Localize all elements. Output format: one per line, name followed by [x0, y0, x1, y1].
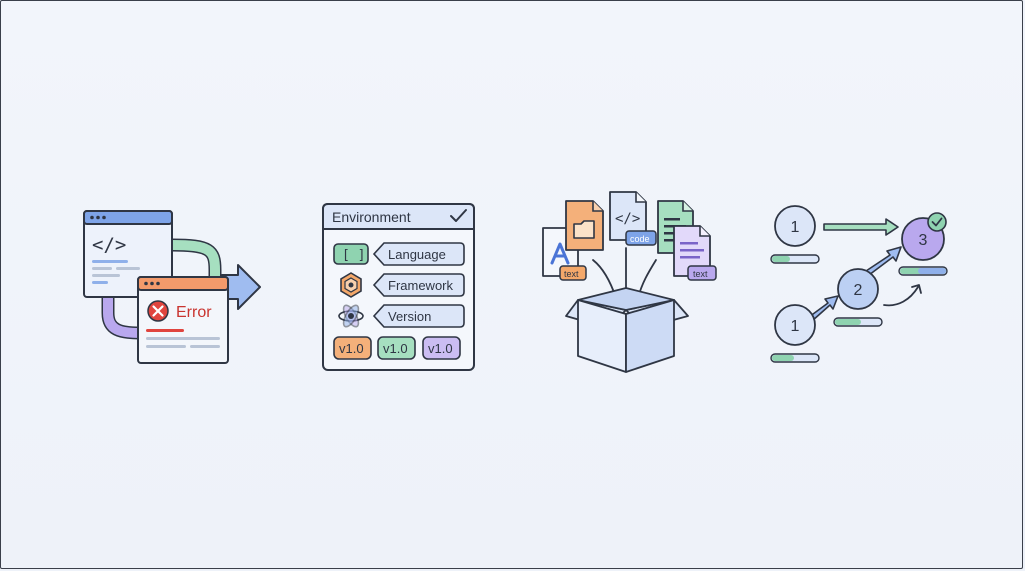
error-label: Error — [176, 304, 212, 321]
svg-text:text: text — [564, 269, 579, 279]
code-glyph: </> — [92, 234, 126, 256]
packaging-illustration: text </> code — [538, 188, 723, 378]
atom-icon — [338, 304, 364, 328]
arrow-up-right-icon — [808, 295, 839, 322]
steps-illustration: 1 1 2 3 — [766, 205, 956, 370]
svg-text:2: 2 — [854, 282, 863, 299]
svg-text:v1.0: v1.0 — [428, 341, 453, 356]
code-file-icon: </> code — [609, 191, 657, 246]
open-box-icon — [565, 287, 689, 373]
version-chip: v1.0 — [377, 336, 416, 360]
svg-text:3: 3 — [919, 232, 928, 249]
step-circle: 1 — [770, 205, 820, 264]
svg-text:[ ]: [ ] — [342, 248, 365, 263]
env-row-version: Version — [338, 304, 465, 328]
svg-text:text: text — [693, 269, 708, 279]
svg-text:v1.0: v1.0 — [339, 341, 364, 356]
error-x-icon — [147, 300, 169, 322]
checkmark-icon — [450, 209, 467, 222]
version-chip: v1.0 — [333, 336, 372, 360]
svg-text:v1.0: v1.0 — [383, 341, 408, 356]
folder-file-icon — [565, 200, 604, 251]
env-row-label: Framework — [388, 278, 454, 293]
error-flow-illustration: </> Error — [80, 205, 265, 370]
text-file-icon: text — [673, 225, 717, 281]
arrow-right-icon — [823, 218, 899, 236]
version-chip: v1.0 — [422, 336, 461, 360]
env-row-language: [ ] Language — [333, 242, 465, 266]
env-row-framework: Framework — [340, 272, 465, 298]
brackets-icon — [333, 243, 369, 265]
svg-text:1: 1 — [791, 219, 800, 236]
environment-card: Environment [ ] Language Framework — [322, 203, 476, 373]
env-row-label: Language — [388, 247, 446, 262]
svg-text:</>: </> — [615, 211, 640, 227]
step-circle: 2 — [833, 268, 883, 327]
code-window: </> — [83, 210, 173, 298]
arrow-up-right-icon — [865, 246, 902, 276]
check-badge-icon — [927, 212, 947, 232]
error-window: Error — [137, 276, 229, 364]
curved-arrow-icon — [883, 286, 919, 307]
hexagon-icon — [340, 272, 362, 298]
svg-text:1: 1 — [791, 318, 800, 335]
step-circle: 1 — [770, 304, 820, 363]
step-circle: 3 — [898, 212, 948, 276]
environment-title: Environment — [332, 209, 411, 225]
svg-text:code: code — [630, 234, 650, 244]
env-row-label: Version — [388, 309, 431, 324]
